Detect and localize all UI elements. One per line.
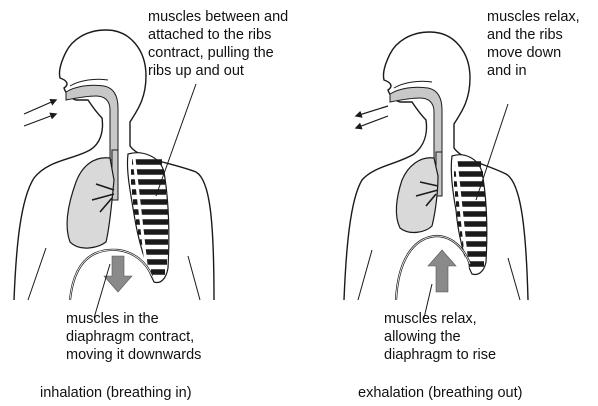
exhalation-ribs-label: muscles relax, and the ribs move down an…: [487, 8, 580, 80]
diaphragm-left: [70, 250, 152, 300]
exhalation-caption: exhalation (breathing out): [358, 384, 522, 402]
rib-cage-left: [127, 153, 168, 283]
up-arrow-icon: [428, 250, 456, 292]
inhalation-diaphragm-label: muscles in the diaphragm contract, movin…: [66, 310, 201, 364]
exhale-arrow-icon-2: [356, 116, 388, 128]
exhalation-diaphragm-label: muscles relax, allowing the diaphragm to…: [384, 310, 496, 364]
inhalation-caption: inhalation (breathing in): [40, 384, 192, 402]
inhalation-ribs-label: muscles between and attached to the ribs…: [148, 8, 288, 80]
inhale-arrow-icon-1: [24, 100, 56, 114]
rib-cage-right: [451, 155, 487, 275]
down-arrow-icon: [104, 256, 132, 292]
exhale-arrow-icon-1: [356, 106, 388, 116]
airway-right: [390, 87, 442, 162]
inhale-arrow-icon-2: [24, 114, 56, 126]
